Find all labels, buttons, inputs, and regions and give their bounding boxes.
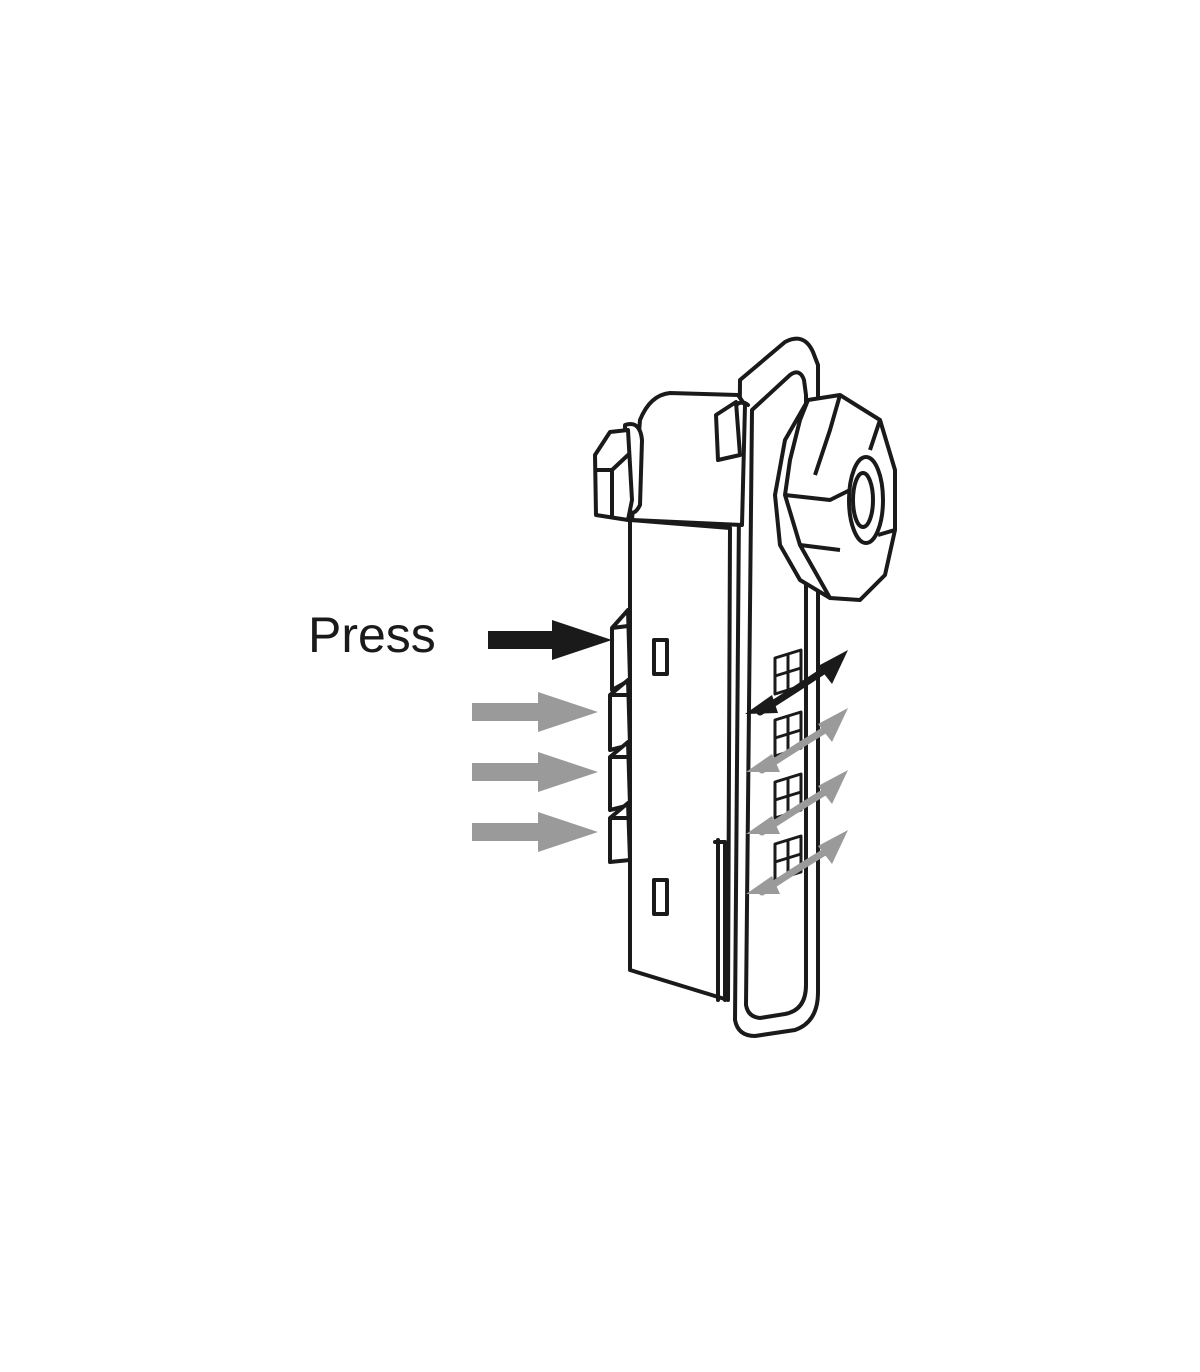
double-arrow-icon: [746, 770, 848, 836]
double-arrow-icon: [746, 830, 848, 896]
push-button-2: [608, 678, 632, 752]
push-buttons: [608, 608, 632, 864]
arrow-right-icon: [472, 692, 598, 732]
press-label: Press: [308, 607, 436, 663]
knob: [773, 393, 897, 602]
arrow-right-icon: [488, 620, 612, 660]
press-arrows: [472, 620, 612, 852]
push-button-1: [610, 608, 632, 692]
rotate-arrows: [745, 650, 848, 896]
push-button-3: [608, 740, 632, 812]
push-button-4: [608, 801, 632, 864]
arrow-right-icon: [472, 812, 598, 852]
arrow-right-icon: [472, 752, 598, 792]
double-arrow-icon: [745, 650, 848, 716]
double-arrow-icon: [746, 708, 848, 774]
